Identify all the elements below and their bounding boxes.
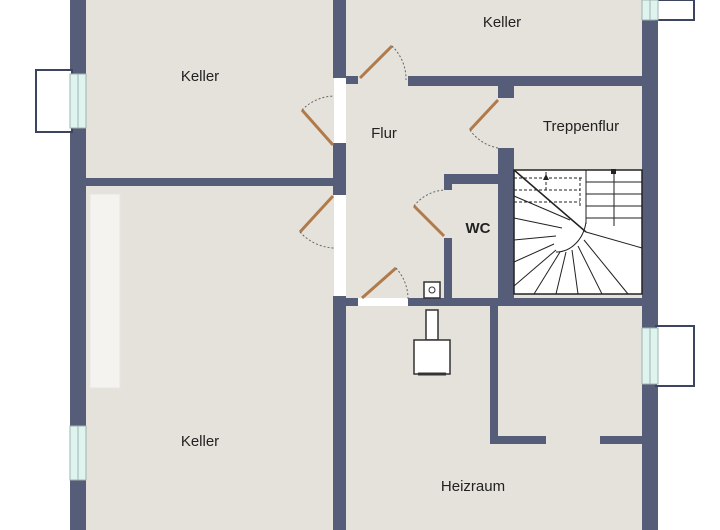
label-keller-top-right: Keller <box>483 14 521 31</box>
wall-wc-left-a <box>444 174 452 190</box>
floor-wc <box>452 186 502 298</box>
outer-wall-left <box>70 0 86 530</box>
door-treppenflur <box>468 98 500 149</box>
window-top-left <box>35 69 87 133</box>
label-treppenflur: Treppenflur <box>543 118 619 135</box>
walls <box>70 0 658 530</box>
wall-center-lower <box>333 296 346 530</box>
flue-pipe <box>425 309 439 341</box>
window-bottom-left <box>69 425 87 481</box>
wall-top-right-horizontal-a <box>346 76 358 84</box>
wall-shelf <box>89 193 121 389</box>
door-heizraum <box>361 266 409 301</box>
label-keller-bottom-left: Keller <box>181 433 219 450</box>
wall-wc-bottom <box>408 298 514 306</box>
room-labels: Keller Keller Flur Treppenflur WC Keller… <box>181 14 619 495</box>
wall-heizraum-partition-v <box>490 306 498 444</box>
wall-center-upper <box>333 0 346 78</box>
door-keller-top-left <box>300 95 335 146</box>
heating-fixtures <box>413 281 451 376</box>
door-keller-top-right <box>358 44 407 81</box>
wall-wc-left-b <box>444 238 452 298</box>
chimney-vent <box>423 281 441 299</box>
label-wc: WC <box>466 220 491 237</box>
label-heizraum: Heizraum <box>441 478 505 495</box>
label-flur: Flur <box>371 125 397 142</box>
floor-keller-bottom-left <box>86 186 334 530</box>
wall-wc-top <box>444 174 498 184</box>
staircase <box>513 169 643 295</box>
wall-flur-bottom-left <box>346 298 358 306</box>
wall-treppenflur-left-top <box>498 86 514 98</box>
floor-areas <box>86 0 644 530</box>
wall-heizraum-partition-h-a <box>490 436 546 444</box>
floor-keller-top-right <box>346 0 642 76</box>
windows <box>35 0 695 481</box>
window-top-right <box>641 0 695 21</box>
floor-keller-top-left <box>86 0 334 178</box>
doors <box>298 44 500 301</box>
stair-outline <box>513 169 643 295</box>
wall-center-mid <box>333 143 346 195</box>
wall-top-right-horizontal-b <box>408 76 642 86</box>
door-keller-bottom-left <box>298 194 335 249</box>
door-wc <box>412 189 446 238</box>
wall-left-horizontal <box>86 178 333 186</box>
boiler <box>413 339 451 375</box>
label-keller-top-left: Keller <box>181 68 219 85</box>
outer-wall-right <box>642 0 658 530</box>
wall-heizraum-top <box>490 298 642 306</box>
window-mid-right <box>641 325 695 387</box>
wall-treppenflur-left <box>498 148 514 306</box>
wall-heizraum-partition-h-b <box>600 436 642 444</box>
